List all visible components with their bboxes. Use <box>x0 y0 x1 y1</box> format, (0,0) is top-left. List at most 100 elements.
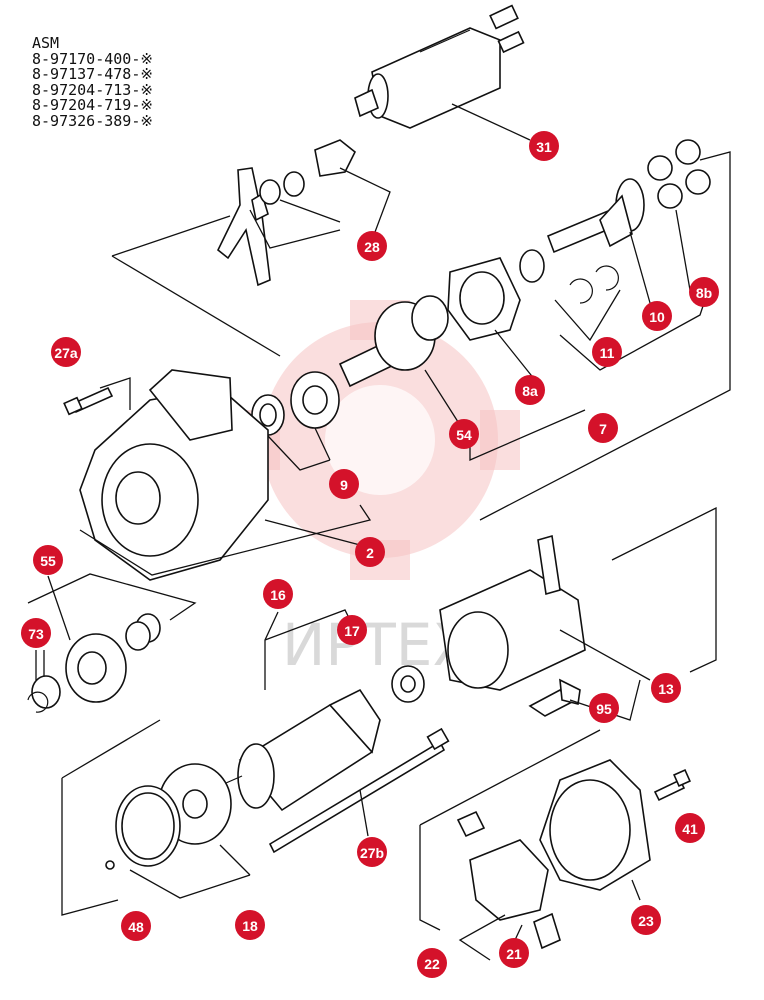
callout-10: 10 <box>642 301 672 331</box>
callout-circle <box>51 337 81 367</box>
callout-circle <box>589 693 619 723</box>
callout-11: 11 <box>592 337 622 367</box>
callout-label: 16 <box>270 587 286 603</box>
part-number: 8-97170-400-※ <box>32 49 153 68</box>
callout-circle <box>529 131 559 161</box>
part-number: 8-97137-478-※ <box>32 65 153 83</box>
callout-circle <box>337 615 367 645</box>
callout-label: 23 <box>638 913 654 929</box>
callout-55: 55 <box>33 545 63 575</box>
callout-8b: () 8b <box>677 277 723 307</box>
armature-bearing <box>391 665 425 703</box>
part-number: 8-97204-713-※ <box>32 80 153 99</box>
callout-circle <box>689 277 719 307</box>
callout-circle <box>235 910 265 940</box>
callout-circle <box>357 837 387 867</box>
callout-circle <box>592 337 622 367</box>
callout-41: 41 <box>675 813 705 843</box>
callout-label: 22 <box>424 956 440 972</box>
callout-circle <box>631 905 661 935</box>
callout-label: 31 <box>536 139 552 155</box>
callout-label: 21 <box>506 946 522 962</box>
callout-circle <box>417 948 447 978</box>
callout-suffix: ) <box>386 850 391 866</box>
callout-label: 28 <box>364 239 380 255</box>
brush-holder <box>456 810 549 921</box>
callout-13: 13 <box>651 673 681 703</box>
shift-lever <box>216 167 271 287</box>
callout-7: 7 <box>588 413 618 443</box>
callout-8a: () 8a <box>503 375 549 405</box>
rear-cover <box>539 759 651 891</box>
pinion-spring <box>125 613 161 651</box>
callout-2: 2 <box>355 537 385 567</box>
callout-23: 23 <box>631 905 661 935</box>
callout-prefix: ( <box>503 388 508 404</box>
callout-circle <box>651 673 681 703</box>
callout-circle <box>588 413 618 443</box>
callout-17: 17 <box>337 615 367 645</box>
callout-label: 41 <box>682 821 698 837</box>
callout-label: 10 <box>649 309 665 325</box>
callout-circle <box>355 537 385 567</box>
callout-label: 9 <box>340 477 348 493</box>
callout-label: 2 <box>366 545 374 561</box>
callout-54: 54 <box>449 419 479 449</box>
callout-prefix: 2 <box>37 350 45 366</box>
stop-ring <box>27 675 61 713</box>
brushes <box>533 912 561 950</box>
snap-rings <box>519 249 619 304</box>
callout-label: 27b <box>360 845 384 861</box>
through-bolt <box>268 727 450 854</box>
callout-label: 8a <box>522 383 538 399</box>
callout-label: 95 <box>596 701 612 717</box>
armature <box>209 688 381 812</box>
internal-gear-housing <box>447 257 521 341</box>
planetary-gears <box>647 139 711 209</box>
callout-suffix: ) <box>80 350 85 366</box>
callout-label: 55 <box>40 553 56 569</box>
callout-label: 18 <box>242 918 258 934</box>
callout-circle <box>21 618 51 648</box>
callout-73: 73 <box>21 618 51 648</box>
o-ring-seal <box>105 785 181 870</box>
callout-21: 21 <box>499 938 529 968</box>
callout-label: 73 <box>28 626 44 642</box>
pinion-gear <box>65 633 127 703</box>
callout-28: 28 <box>357 231 387 261</box>
callout-circle <box>329 469 359 499</box>
callout-label: 48 <box>128 919 144 935</box>
callout-circle <box>263 579 293 609</box>
callout-suffix: ) <box>544 388 549 404</box>
pinion-shaft-assembly <box>546 178 645 254</box>
lever-springs <box>259 139 357 205</box>
callout-label: 8b <box>696 285 712 301</box>
callout-circle <box>449 419 479 449</box>
bolt-27a <box>63 386 114 416</box>
clutch-shaft <box>338 295 449 388</box>
callout-circle <box>499 938 529 968</box>
callout-27b: 2)27b <box>343 837 390 867</box>
part-number: 8-97326-389-※ <box>32 111 153 130</box>
callout-27a: 2)27a <box>37 337 84 367</box>
front-housing <box>79 369 269 581</box>
solenoid-switch <box>354 4 525 129</box>
callout-22: 22 <box>417 948 447 978</box>
part-number: 8-97204-719-※ <box>32 96 153 114</box>
callout-circle <box>357 231 387 261</box>
callout-circle <box>675 813 705 843</box>
callout-label: 13 <box>658 681 674 697</box>
callout-label: 11 <box>600 345 615 361</box>
callout-31: 31 <box>529 131 559 161</box>
callout-label: 27a <box>54 345 78 361</box>
callout-circle <box>515 375 545 405</box>
callout-label: 7 <box>599 421 607 437</box>
yoke-field-coil <box>439 534 586 691</box>
callout-18: 18 <box>235 910 265 940</box>
callout-circle <box>642 301 672 331</box>
asm-label: ASM <box>32 34 60 52</box>
callout-prefix: ( <box>677 290 682 306</box>
callout-9: 9 <box>329 469 359 499</box>
callout-suffix: ) <box>718 290 723 306</box>
callout-label: 17 <box>344 623 360 639</box>
